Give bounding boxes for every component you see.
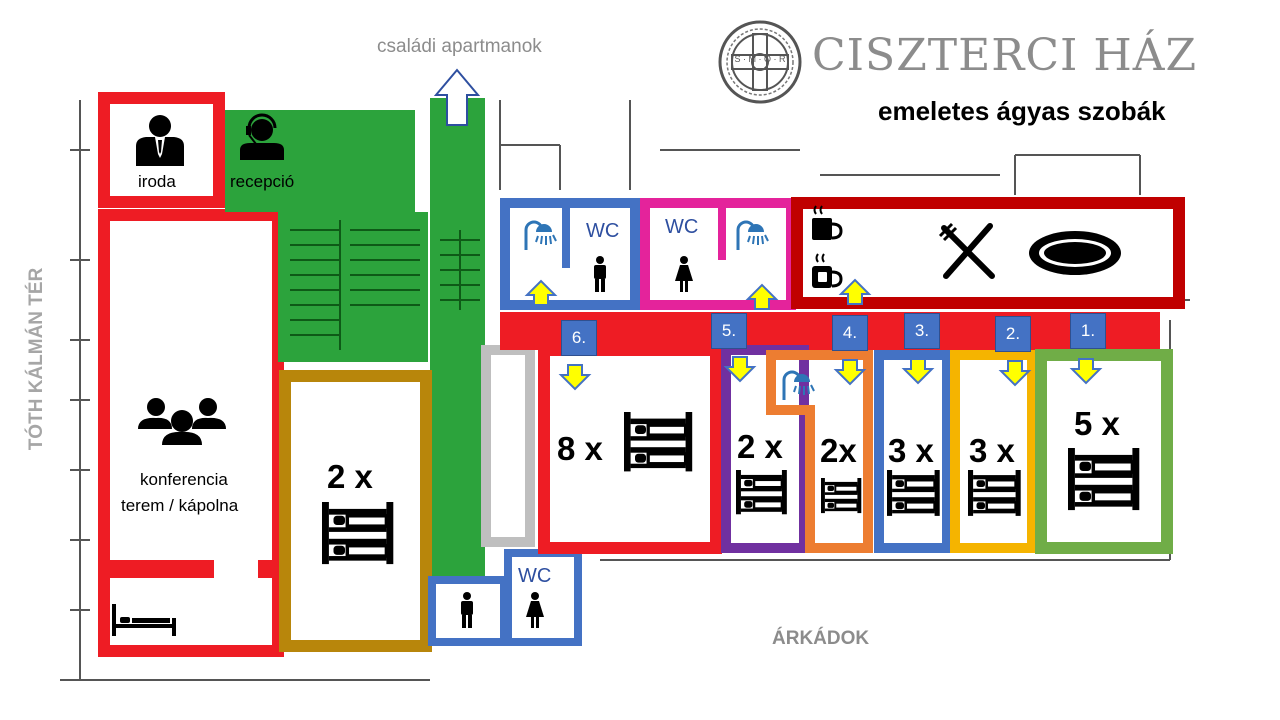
arrow-down-icon-room1 (1071, 358, 1101, 384)
wc-label-bottom: WC (518, 565, 552, 587)
room-number-1: 1. (1070, 313, 1106, 349)
room5-count: 2 x (737, 428, 783, 465)
bunk-bed-icon-room3 (885, 468, 941, 518)
conference-label-line2: terem / kápolna (121, 496, 239, 515)
page-subtitle: emeletes ágyas szobák (878, 96, 1166, 126)
left-room-count: 2 x (327, 458, 373, 495)
up-arrow-icon (433, 68, 481, 126)
bunk-bed-icon-room4 (820, 477, 863, 515)
bunk-bed-icon-room1 (1066, 446, 1142, 512)
brand-title: CISZTERCI HÁZ (812, 30, 1198, 81)
man-icon-bottom (461, 592, 473, 628)
businessman-icon (136, 115, 184, 166)
shower-icon-top-left (524, 220, 558, 252)
conference-label-line1: konferencia (140, 470, 228, 489)
woman-icon-bottom (526, 592, 544, 628)
arrow-down-icon-room6 (560, 364, 590, 390)
room-left-walls (279, 370, 432, 652)
arrow-down-icon-room2 (1000, 360, 1030, 386)
left-wing-walls (98, 92, 284, 657)
room-walls (538, 344, 1173, 554)
coffee-cup-icon (812, 205, 843, 288)
shower-icon-top-right (736, 220, 770, 252)
dining-walls (791, 197, 1185, 309)
bottom-area-label: ÁRKÁDOK (772, 628, 870, 649)
reception-area (225, 68, 485, 578)
bunk-bed-icon-room6 (622, 410, 694, 474)
office-label: iroda (138, 172, 176, 191)
room-number-5: 5. (711, 313, 747, 349)
bunk-bed-icon-room2 (966, 468, 1022, 518)
top-link-label: családi apartmanok (377, 36, 542, 57)
corridor (500, 312, 1160, 350)
bunk-bed-icon-room5 (734, 468, 789, 516)
room-number-3: 3. (904, 313, 940, 349)
room4-count: 2x (820, 432, 857, 469)
plate-icon (1029, 231, 1121, 275)
group-icon (138, 398, 226, 445)
room1-count: 5 x (1074, 405, 1120, 442)
room6-count: 8 x (557, 430, 603, 467)
arrow-down-icon-room4 (835, 359, 865, 385)
storage-walls (481, 345, 535, 547)
left-street-label: TÓTH KÁLMÁN TÉR (26, 267, 47, 451)
man-icon-top (594, 256, 606, 292)
receptionist-icon (240, 113, 284, 160)
room3-count: 3 x (888, 432, 934, 469)
room2-count: 3 x (969, 432, 1015, 469)
wc-label-top-left: WC (586, 220, 620, 242)
seal-text: S · M · O · R (734, 54, 786, 64)
reception-label: recepció (230, 172, 295, 191)
bunk-bed-icon-left (320, 500, 396, 566)
woman-icon-top (675, 256, 693, 292)
single-bed-icon (112, 604, 176, 636)
arrow-down-icon-room3 (903, 358, 933, 384)
fork-knife-icon (938, 222, 995, 279)
room-number-6: 6. (561, 320, 597, 356)
seal-icon (718, 20, 802, 104)
room-number-4: 4. (832, 315, 868, 351)
room-number-2: 2. (995, 316, 1031, 352)
wc-label-top-right: WC (665, 216, 699, 238)
